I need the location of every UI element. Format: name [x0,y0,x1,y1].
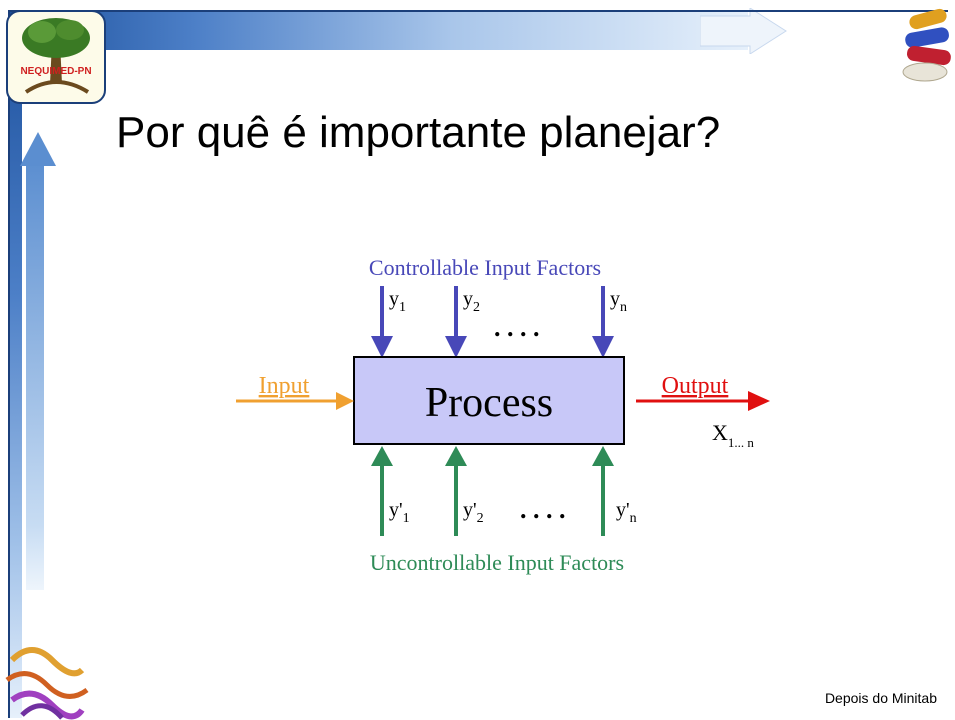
uncontrollable-var-y1: y'1 [389,499,410,526]
uncontrollable-var-yn: y'n [616,499,637,526]
controllable-var-y2: y2 [463,288,480,315]
controllable-arrow [445,286,467,358]
output-var: X1... n [712,420,754,450]
uncontrollable-var-y2: y'2 [463,499,484,526]
protein-molecule-icon [5,647,89,720]
uncontrollable-ellipsis: . . . . [520,495,566,524]
uncontrollable-arrow [371,446,393,536]
sidebar-gradient [8,10,22,718]
arrow-right-icon [700,8,787,54]
output-arrow [636,391,770,411]
pills-icon [902,8,951,82]
process-label: Process [425,380,553,426]
controllable-var-yn: yn [610,288,627,315]
footer-source: Depois do Minitab [824,690,937,706]
header-gradient-arrow [8,10,748,50]
vertical-arrow-decoration [26,160,44,590]
controllable-arrow [592,286,614,358]
uncontrollable-arrow [592,446,614,536]
arrow-up-icon [20,132,56,166]
logo: NEQUIMED-PN [6,10,106,104]
controllable-arrow [371,286,393,358]
input-arrow [236,392,354,410]
process-box [353,356,625,445]
uncontrollable-factors-label: Uncontrollable Input Factors [370,550,624,575]
logo-text: NEQUIMED-PN [20,66,91,77]
tree-logo-icon: NEQUIMED-PN [20,18,92,94]
slide-frame [8,10,948,718]
page-title: Por quê é importante planejar? [116,108,721,157]
input-label: Input [259,373,310,399]
output-label: Output [662,373,729,399]
controllable-factors-label: Controllable Input Factors [369,255,601,280]
controllable-var-y1: y1 [389,288,406,315]
controllable-ellipsis: . . . . [494,313,540,342]
uncontrollable-arrow [445,446,467,536]
